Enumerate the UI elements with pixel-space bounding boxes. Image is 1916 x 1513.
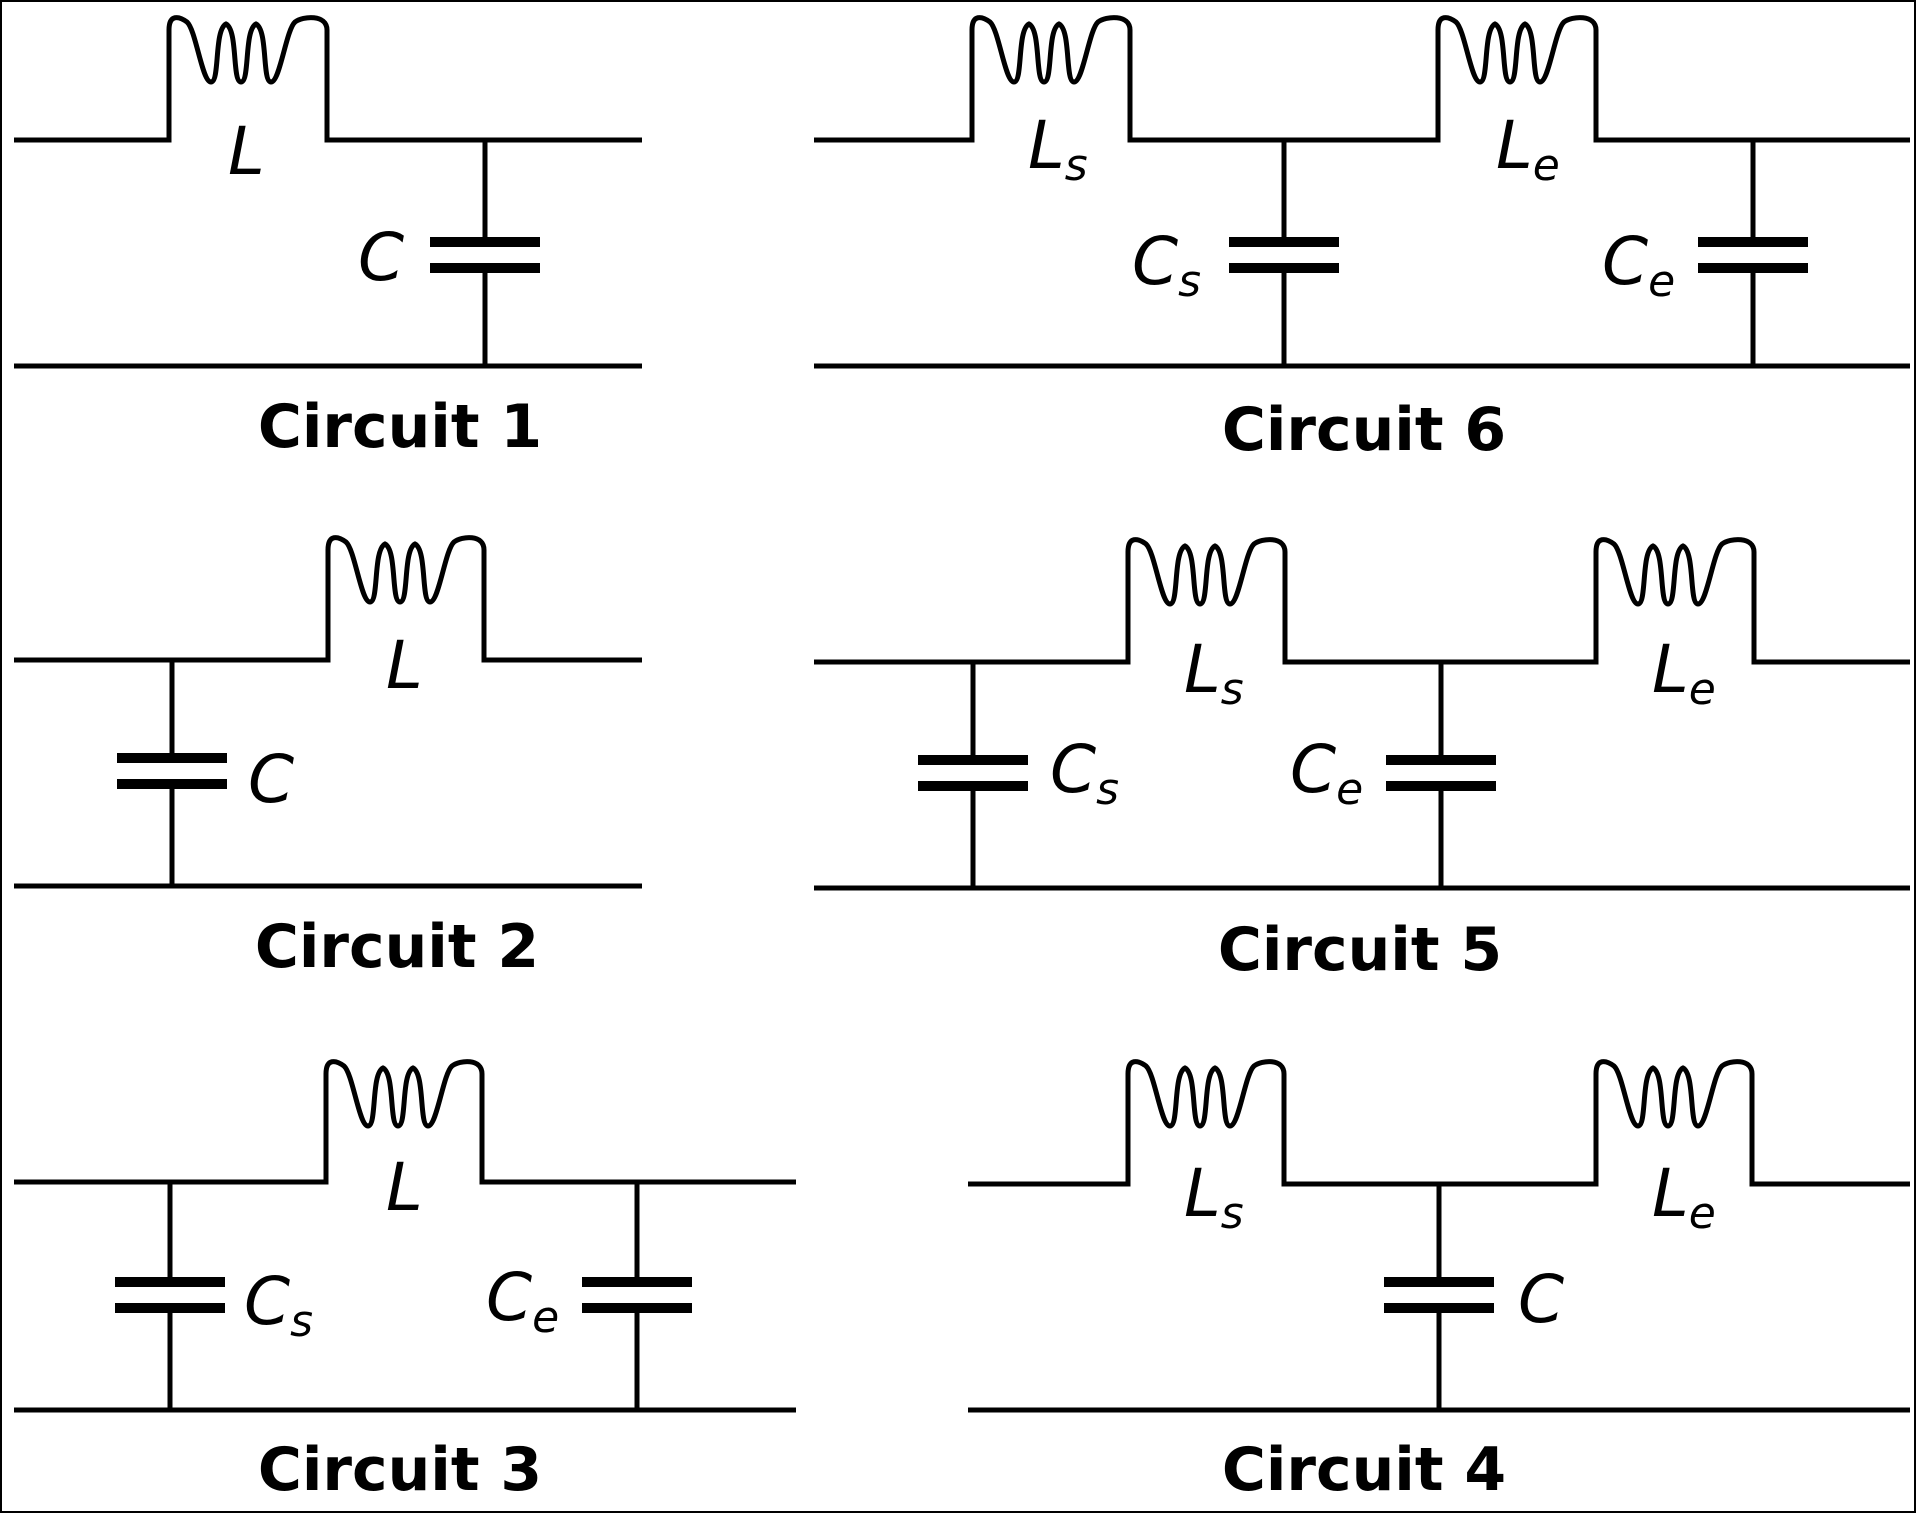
circuit-4-title: Circuit 4 [1222,1435,1506,1505]
circuit-4-inductor-e-label: Le [1652,1155,1716,1239]
circuit-5-inductor-s-label: Ls [1184,631,1244,715]
circuit-2-inductor-label: L [386,627,423,704]
circuit-3-inductor-label: L [386,1149,423,1226]
circuit-5: Ls Le Cs Ce Circuit 5 [814,537,1910,985]
circuit-2-title: Circuit 2 [255,912,539,982]
circuit-5-title: Circuit 5 [1218,915,1502,985]
circuit-5-inductor-e-coil [1593,537,1757,607]
circuit-4-inductor-s-label: Ls [1184,1155,1244,1239]
circuit-3-inductor-coil [323,1059,485,1129]
circuit-6-title: Circuit 6 [1222,395,1506,465]
circuit-6: Ls Le Cs Ce Circuit 6 [814,15,1910,465]
circuit-2: L C Circuit 2 [14,535,642,982]
circuit-4-inductor-s-coil [1125,1059,1287,1129]
circuit-6-capacitor-s-label: Cs [1132,223,1201,307]
circuit-6-top-rail [814,30,1910,143]
circuit-1-title: Circuit 1 [258,392,542,462]
circuit-6-inductor-e-label: Le [1496,107,1560,191]
circuit-3-capacitor-e-label: Ce [486,1259,559,1343]
circuit-4-inductor-e-coil [1593,1059,1755,1129]
circuit-1-top-rail [14,30,642,143]
circuit-6-inductor-s-label: Ls [1028,107,1088,191]
circuit-3-top-rail [14,1074,796,1185]
circuit-6-inductor-e-coil [1435,15,1599,85]
circuit-2-inductor-coil [325,535,487,605]
circuit-1-capacitor-label: C [358,219,404,296]
circuit-4: Ls Le C Circuit 4 [968,1059,1910,1505]
circuit-2-capacitor-label: C [248,741,294,818]
circuit-2-top-rail [14,550,642,663]
circuit-1: L C Circuit 1 [14,15,642,462]
circuit-5-capacitor-s-label: Cs [1050,731,1119,815]
circuit-3-capacitor-s-label: Cs [244,1263,313,1347]
circuit-1-inductor-coil [166,15,330,85]
circuit-1-inductor-label: L [228,113,265,190]
circuit-5-inductor-s-coil [1125,537,1288,607]
circuit-6-inductor-s-coil [969,15,1133,85]
circuit-6-capacitor-e-label: Ce [1602,223,1675,307]
circuit-4-top-rail [968,1074,1910,1187]
circuit-3-title: Circuit 3 [258,1435,542,1505]
circuit-3: L Cs Ce Circuit 3 [14,1059,796,1505]
circuit-4-capacitor-label: C [1518,1261,1564,1338]
circuit-5-inductor-e-label: Le [1652,631,1716,715]
circuit-5-capacitor-e-label: Ce [1290,731,1363,815]
circuit-5-top-rail [814,552,1910,665]
